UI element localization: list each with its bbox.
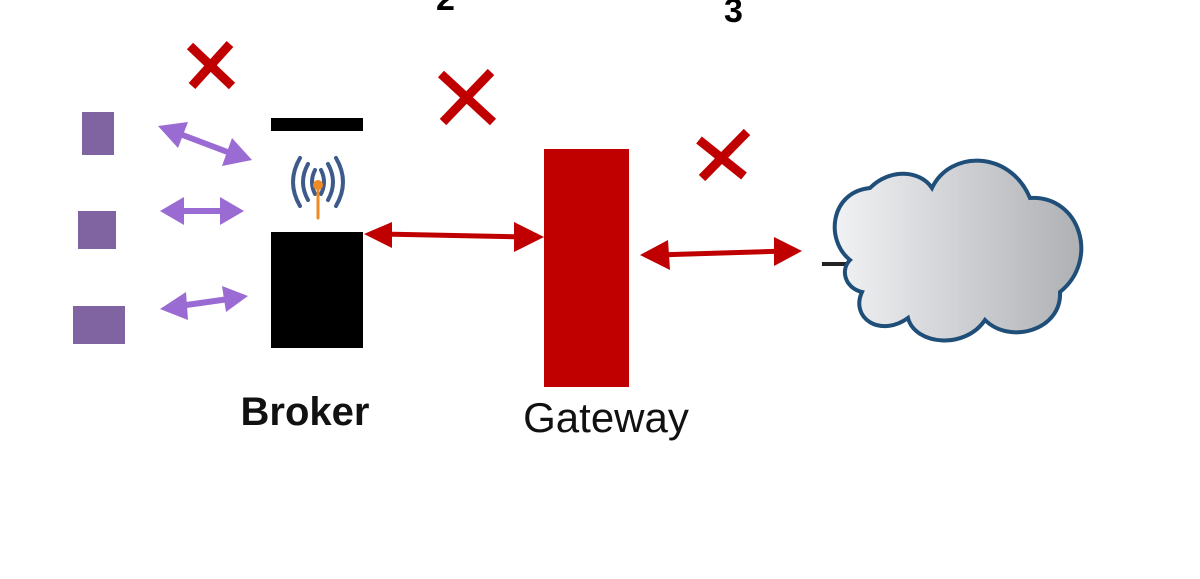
device-3: [73, 306, 125, 344]
gateway-node: [544, 149, 629, 387]
broker-body: [271, 232, 363, 348]
link-device-3-broker: [160, 286, 248, 320]
link-device-2-broker: [160, 197, 244, 225]
failure-marks: [186, 40, 751, 182]
device-2: [78, 211, 116, 249]
broker-label: Broker: [241, 390, 370, 434]
cloud-node: [832, 158, 1084, 343]
gateway-label: Gateway: [523, 394, 689, 441]
device-broker-links: [158, 122, 252, 320]
step-number-2: 2: [436, 0, 455, 18]
link-gateway-cloud: [640, 237, 802, 270]
failure-x-icon-1: [186, 40, 236, 90]
wireless-antenna-icon: [291, 156, 345, 220]
failure-x-icon-3: [696, 128, 751, 182]
device-1: [82, 112, 114, 155]
link-device-1-broker: [158, 122, 252, 166]
link-broker-gateway: [364, 222, 544, 252]
step-number-3: 3: [724, 0, 743, 30]
broker-node: [271, 118, 363, 348]
failure-x-icon-2: [437, 68, 497, 126]
broker-top-bar: [271, 118, 363, 131]
